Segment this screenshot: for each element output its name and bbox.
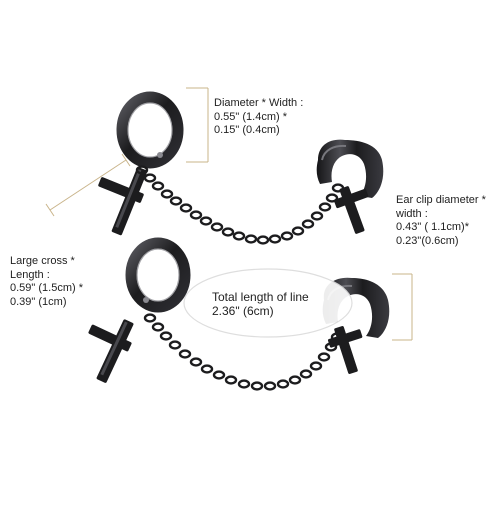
top-ear-cuff bbox=[316, 139, 384, 198]
top-chain bbox=[135, 165, 345, 245]
hoop-size-title: Diameter * Width : bbox=[214, 97, 304, 109]
chain-length-title: Total length of line bbox=[212, 290, 309, 304]
chain-length-value: 2.36" (6cm) bbox=[212, 304, 274, 318]
cross-title: Large cross * bbox=[10, 255, 75, 267]
ear-clip-width: 0.23"(0.6cm) bbox=[396, 234, 459, 247]
chain-length-annotation: Total length of line 2.36" (6cm) bbox=[212, 290, 309, 318]
bottom-hoop-earring bbox=[125, 237, 191, 313]
hoop-size-diameter: 0.55" (1.4cm) * bbox=[214, 110, 287, 123]
bottom-chain bbox=[143, 313, 344, 391]
ear-clip-size-annotation: Ear clip diameter * width : 0.43" ( 1.1c… bbox=[396, 194, 486, 248]
ear-clip-dimension-bracket bbox=[392, 273, 413, 341]
bottom-hoop-cross bbox=[88, 319, 134, 383]
cross-width: 0.39" (1cm) bbox=[10, 295, 67, 308]
hoop-dimension-bracket bbox=[186, 87, 209, 163]
bottom-cuff-cross bbox=[327, 326, 363, 374]
cross-length-label: Length : bbox=[10, 268, 50, 281]
chain-length-oval bbox=[183, 268, 353, 338]
cross-size-annotation: Large cross * Length : 0.59" (1.5cm) * 0… bbox=[10, 255, 83, 309]
ear-clip-diameter: 0.43" ( 1.1cm)* bbox=[396, 221, 469, 233]
hoop-size-width: 0.15" (0.4cm) bbox=[214, 124, 280, 136]
hoop-size-annotation: Diameter * Width : 0.55" (1.4cm) * 0.15"… bbox=[214, 97, 303, 138]
top-cuff-cross bbox=[334, 186, 369, 234]
top-hoop-cross bbox=[98, 167, 148, 236]
ear-clip-title: Ear clip diameter * bbox=[396, 194, 486, 206]
cross-length: 0.59" (1.5cm) * bbox=[10, 282, 83, 294]
top-hoop-earring bbox=[116, 91, 184, 169]
cross-dimension-line bbox=[45, 153, 131, 217]
ear-clip-width-label: width : bbox=[396, 207, 428, 220]
